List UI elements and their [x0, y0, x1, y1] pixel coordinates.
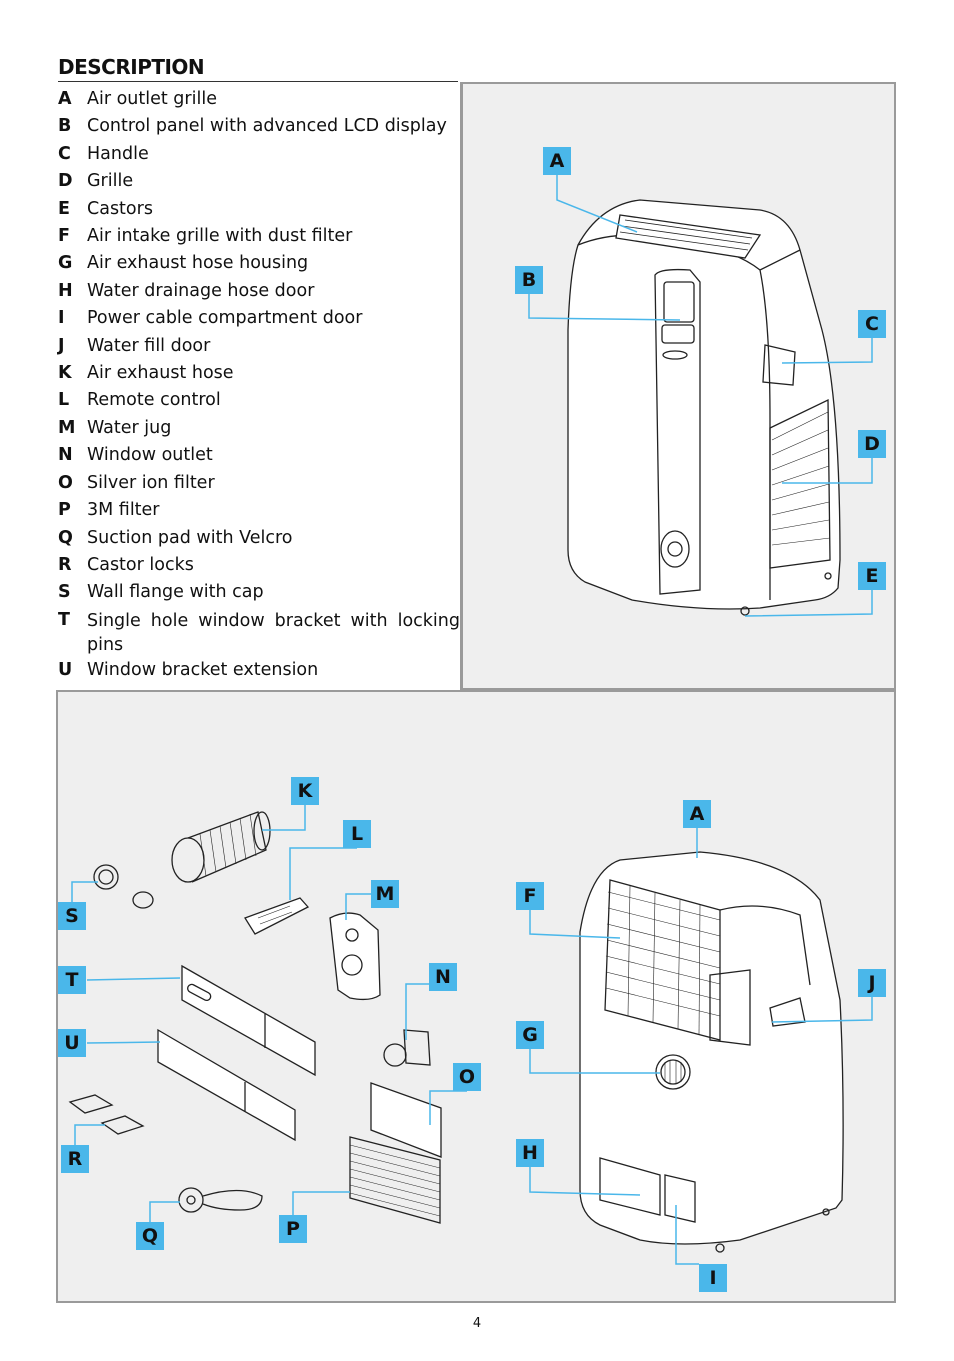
callout-e: E — [858, 562, 886, 590]
callout-h: H — [516, 1139, 544, 1167]
castor-locks-illustration — [68, 1094, 145, 1135]
callout-b: B — [515, 266, 543, 294]
silver-ion-filter-illustration — [370, 1082, 442, 1158]
callout-i: I — [699, 1264, 727, 1292]
callout-a-bottom: A — [683, 800, 711, 828]
callout-u: U — [58, 1029, 86, 1057]
callout-a-top: A — [543, 147, 571, 175]
bracket-extension-illustration — [157, 1028, 296, 1142]
callout-o: O — [453, 1063, 481, 1091]
window-outlet-illustration — [383, 1029, 431, 1067]
callout-r: R — [61, 1145, 89, 1173]
callout-k: K — [291, 777, 319, 805]
title-underline — [58, 81, 458, 82]
callout-p: P — [279, 1215, 307, 1243]
page-number: 4 — [472, 1316, 482, 1331]
suction-pad-illustration — [178, 1187, 263, 1213]
callout-c: C — [858, 310, 886, 338]
callout-s: S — [58, 902, 86, 930]
callout-j: J — [858, 969, 886, 997]
exhaust-hose-illustration — [171, 811, 271, 883]
callout-d: D — [858, 430, 886, 458]
callout-n: N — [429, 963, 457, 991]
list-box-border — [460, 82, 463, 692]
callout-l: L — [343, 820, 371, 848]
water-jug-illustration — [329, 912, 381, 1001]
callout-m: M — [371, 880, 399, 908]
wall-flange-illustration — [93, 864, 154, 909]
window-bracket-illustration — [181, 964, 316, 1077]
callout-g: G — [516, 1021, 544, 1049]
callout-f: F — [516, 882, 544, 910]
callout-q: Q — [136, 1222, 164, 1250]
callout-t: T — [58, 966, 86, 994]
3m-filter-illustration — [349, 1136, 441, 1224]
front-unit-illustration — [567, 199, 841, 616]
rear-unit-illustration — [579, 851, 844, 1253]
remote-control-illustration — [244, 897, 310, 935]
section-title: DESCRIPTION — [58, 55, 205, 79]
